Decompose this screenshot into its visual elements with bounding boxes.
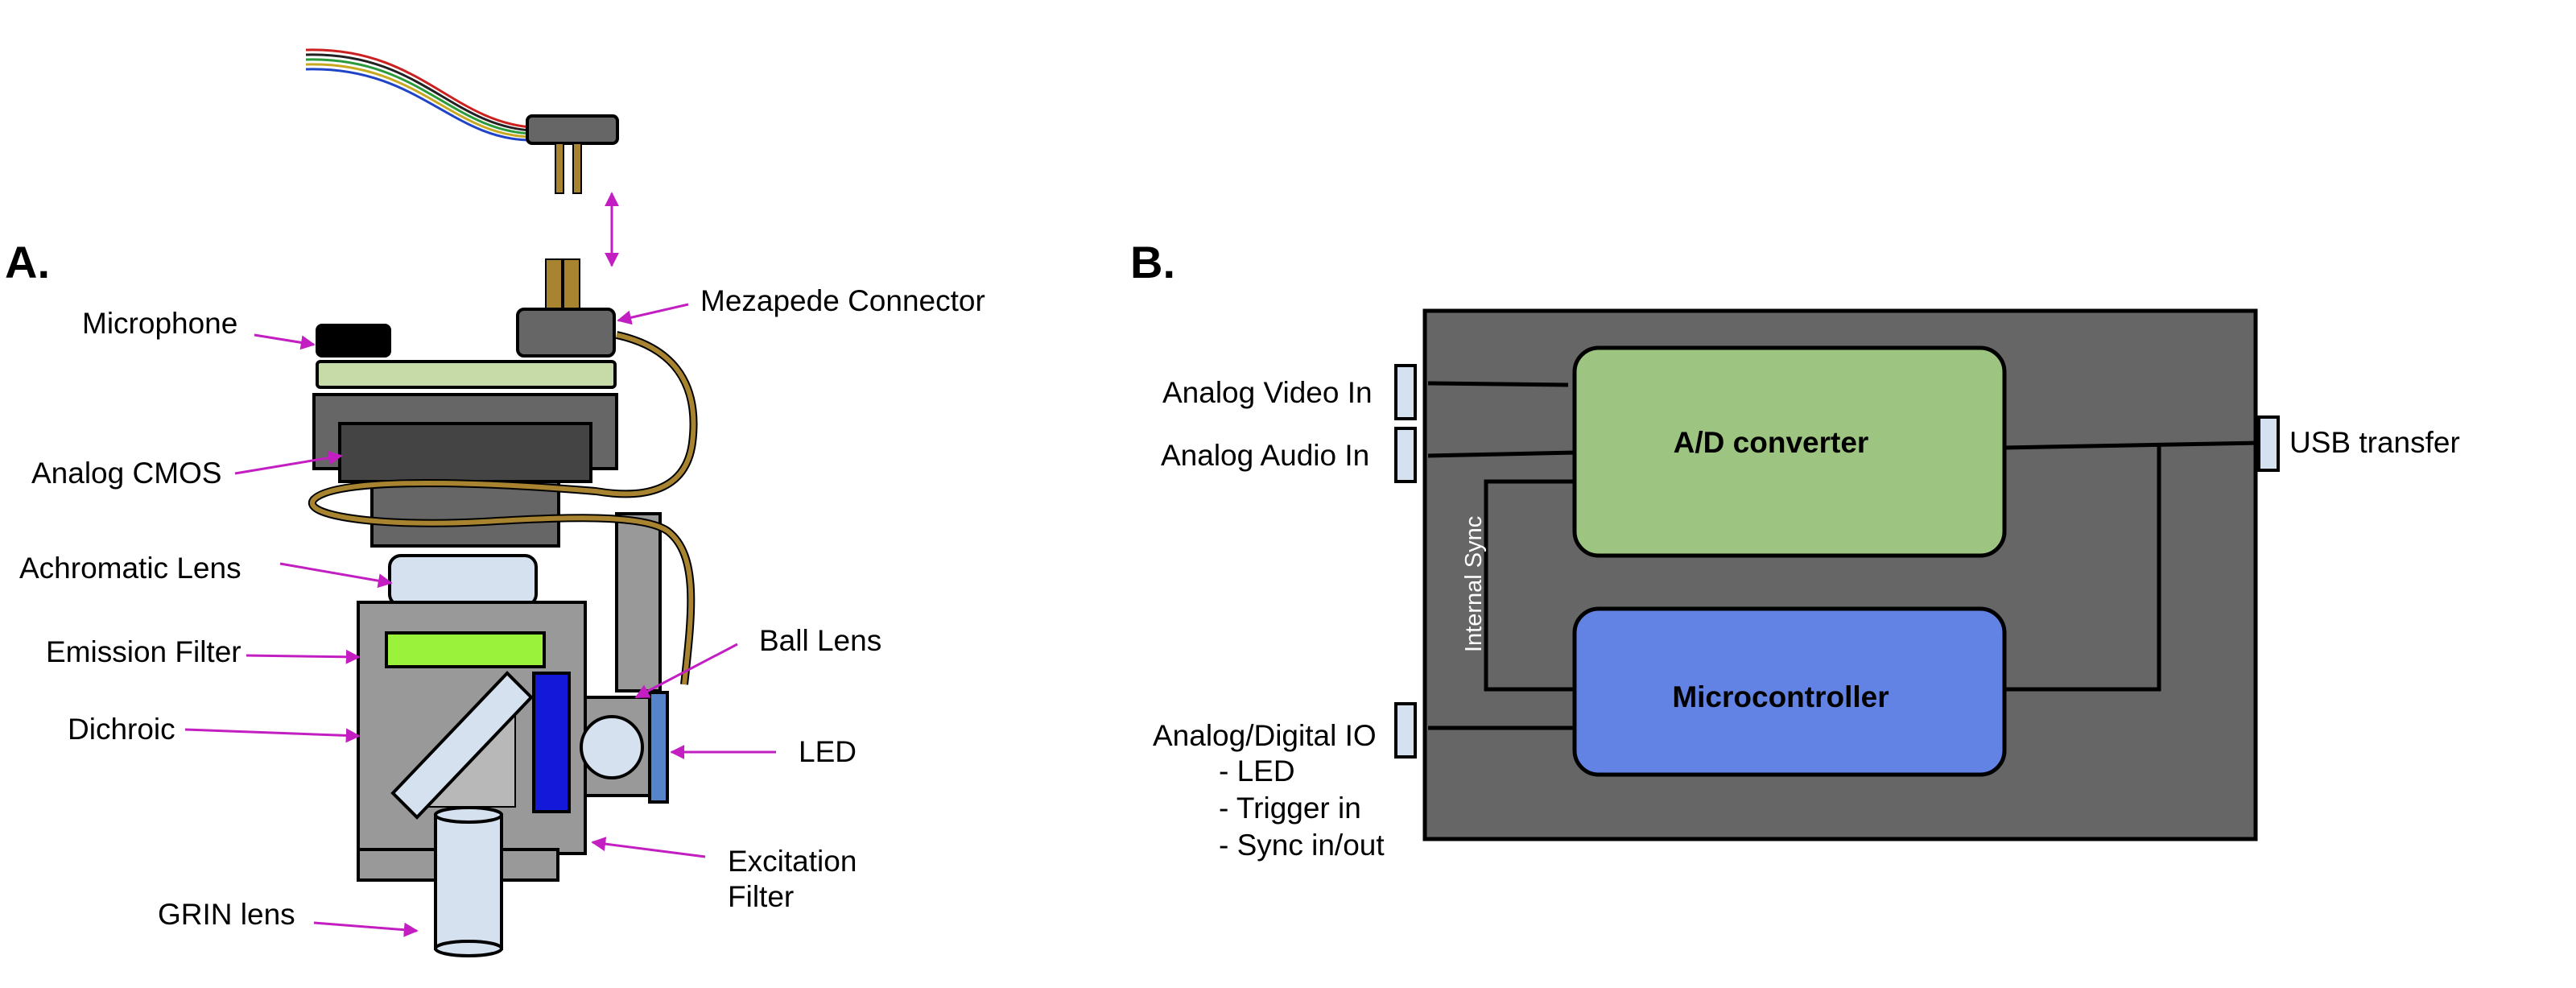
connector-plug [526, 114, 619, 194]
board-wiring [1427, 381, 2260, 730]
adc-label: A/D converter [1674, 426, 1869, 459]
panel-b-title: B. [1130, 237, 1175, 287]
label-audio-in: Analog Audio In [1161, 439, 1369, 472]
achromatic-lens-part [388, 554, 538, 607]
arrow-connector [617, 303, 689, 325]
label-excitation-2: Filter [728, 880, 794, 913]
cmos-sensor [338, 422, 592, 483]
port-audio [1394, 427, 1417, 483]
label-excitation-1: Excitation [728, 845, 857, 878]
side-post [615, 512, 662, 692]
port-io [1394, 702, 1417, 759]
cable-bundle [305, 48, 532, 142]
label-io-led: - LED [1219, 754, 1295, 788]
dichroic-mirror [390, 671, 534, 820]
panel-a-title: A. [5, 237, 50, 287]
port-usb [2257, 415, 2280, 472]
label-dichroic: Dichroic [68, 713, 175, 746]
mcu-block [1572, 606, 2007, 777]
arrow-grin [313, 921, 419, 937]
label-emission: Emission Filter [46, 635, 242, 668]
label-io-sync: - Sync in/out [1219, 829, 1385, 862]
pcb-plate [316, 360, 617, 389]
ball-lens-part [580, 715, 644, 779]
led-part [648, 691, 669, 804]
label-achromatic: Achromatic Lens [19, 552, 242, 585]
label-ball-lens: Ball Lens [759, 624, 881, 657]
adc-block [1572, 345, 2007, 558]
label-microphone: Microphone [82, 307, 237, 340]
lens-barrel [370, 480, 560, 548]
label-io: Analog/Digital IO [1153, 719, 1377, 752]
label-connector: Mezapede Connector [700, 284, 985, 317]
label-led: LED [799, 735, 857, 768]
internal-sync-label: Internal Sync [1461, 516, 1487, 652]
panel-b: B. A/D converter Microcontroller Interna… [1130, 237, 2460, 862]
arrow-achromatic [279, 562, 393, 589]
emission-filter-part [385, 631, 546, 668]
label-video-in: Analog Video In [1162, 376, 1373, 409]
panel-a: A. [5, 48, 985, 957]
arrow-excitation [591, 837, 706, 858]
arrow-cmos [234, 450, 343, 475]
arrow-ball-lens [634, 643, 738, 699]
arrow-emission [246, 649, 361, 664]
label-usb: USB transfer [2289, 426, 2460, 459]
microphone-part [316, 324, 391, 358]
grin-lens-part [434, 806, 503, 957]
mcu-label: Microcontroller [1672, 680, 1889, 713]
label-grin: GRIN lens [158, 898, 295, 931]
port-video [1394, 364, 1417, 420]
connector-socket [516, 258, 616, 358]
excitation-filter-part [532, 672, 571, 813]
arrow-microphone [254, 333, 316, 350]
label-cmos: Analog CMOS [31, 457, 222, 490]
cable-coil [308, 331, 698, 685]
arrow-dichroic [184, 728, 361, 743]
label-io-trigger: - Trigger in [1219, 792, 1361, 825]
